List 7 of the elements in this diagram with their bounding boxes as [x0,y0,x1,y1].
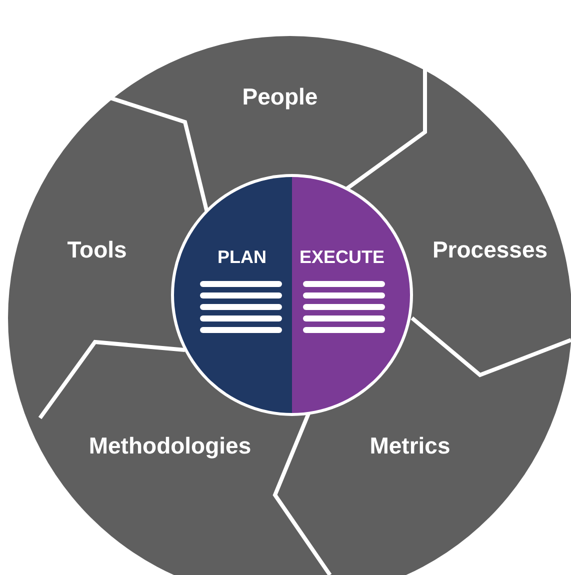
segment-label: Metrics [370,432,450,460]
segment-label: Processes [432,236,548,264]
segment-label: People [242,84,318,110]
segment-label: Methodologies [88,432,252,460]
half-circle-title: EXECUTE [298,247,386,268]
segment-label: Tools [67,236,127,264]
half-circle-title: PLAN [216,247,268,268]
